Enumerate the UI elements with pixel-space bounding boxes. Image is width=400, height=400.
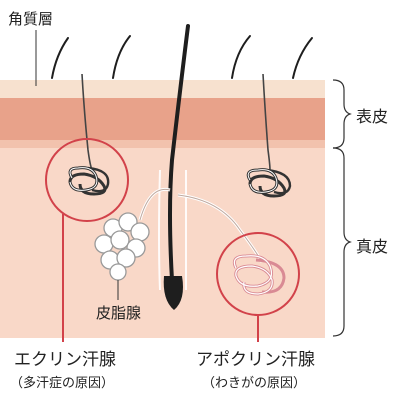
surface-hair <box>231 35 251 79</box>
stratum-corneum-label: 角質層 <box>8 10 54 28</box>
epidermis-label: 表皮 <box>356 107 389 126</box>
surface-hair <box>112 35 131 79</box>
gland-cell <box>130 222 150 242</box>
eccrine-coil-left-inner <box>69 167 98 191</box>
eccrine-coil-right-inner <box>247 169 278 193</box>
gland-cell <box>116 248 136 268</box>
epidermis-lower-band <box>0 140 325 148</box>
dermis-layer <box>0 148 325 338</box>
dermis-label: 真皮 <box>356 237 389 256</box>
apocrine-gland-subtitle: （わきがの原因） <box>202 376 307 391</box>
epidermis-layer <box>0 98 325 146</box>
hair-bulb <box>163 276 183 310</box>
hair-follicle-outline <box>158 169 187 291</box>
eccrine-gland-subtitle: （多汗症の原因） <box>10 376 115 391</box>
surface-hair <box>292 37 313 79</box>
sebaceous-gland <box>94 212 150 281</box>
central-hair-shaft <box>168 24 190 282</box>
eccrine-duct-left <box>81 73 93 171</box>
gland-cell <box>109 263 127 281</box>
gland-cell <box>94 234 114 254</box>
apocrine-duct-outline <box>177 194 263 263</box>
apocrine-gland-title: アポクリン汗腺 <box>196 350 315 370</box>
eccrine-gland-title: エクリン汗腺 <box>14 350 116 370</box>
surface-hairs <box>51 35 313 79</box>
eccrine-duct-right <box>262 73 271 171</box>
surface-hair <box>51 37 69 79</box>
stratum-corneum-layer <box>0 80 325 98</box>
sebaceous-duct-outline <box>139 188 171 221</box>
sebaceous-gland-label: 皮脂腺 <box>96 304 142 322</box>
gland-cell <box>110 230 130 250</box>
dermis-bracket <box>332 147 352 337</box>
epidermis-bracket <box>332 79 352 149</box>
eccrine-highlight-circle <box>45 138 129 222</box>
apocrine-coil-inner <box>233 255 273 295</box>
